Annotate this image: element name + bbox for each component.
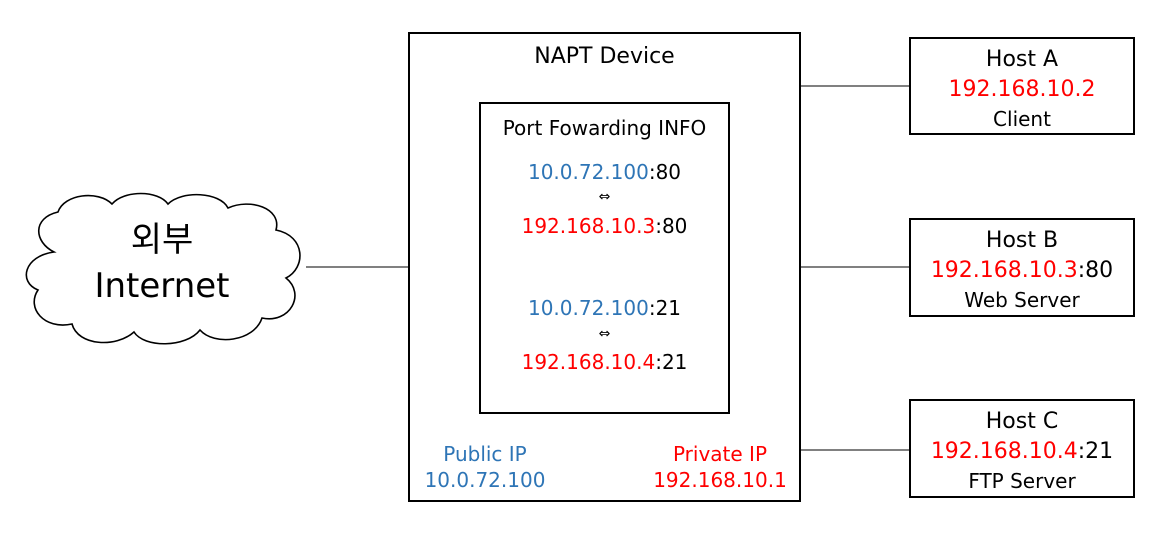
internet-label: Internet [94,266,230,306]
public-ip-value: 10.0.72.100 [424,468,546,492]
host-c-address: 192.168.10.4:21 [911,439,1133,464]
public-ip-label: Public IP [443,442,527,466]
rule-1-public-ip: 10.0.72.100 [527,160,649,184]
host-c-port: :21 [1077,439,1114,464]
rule-2-private: 192.168.10.4:21 [481,350,728,374]
rule-2-public-ip: 10.0.72.100 [527,296,649,320]
host-b-role: Web Server [964,288,1080,312]
internet-korean-label: 외부 [130,220,194,260]
rule-2-private-port: :21 [655,350,688,374]
private-ip-value: 192.168.10.1 [653,468,787,492]
host-c-role: FTP Server [968,469,1076,493]
rule-1-public: 10.0.72.100:80 [481,160,728,184]
internet-cloud: 외부 Internet [14,190,310,350]
host-c-name: Host C [985,409,1059,434]
host-c-box: Host C 192.168.10.4:21 FTP Server [909,399,1135,498]
host-a-name: Host A [985,47,1059,72]
host-a-role: Client [993,107,1051,131]
host-b-box: Host B 192.168.10.3:80 Web Server [909,218,1135,317]
rule-1-arrow-icon: ⇔ [598,189,611,205]
host-b-port: :80 [1077,258,1114,283]
port-forwarding-title: Port Fowarding INFO [502,116,707,140]
host-b-ip: 192.168.10.3 [930,258,1078,283]
host-a-box: Host A 192.168.10.2 Client [909,37,1135,135]
napt-device-box: NAPT Device Port Fowarding INFO 10.0.72.… [408,32,801,502]
rule-2-public: 10.0.72.100:21 [481,296,728,320]
rule-1-public-port: :80 [648,160,682,184]
rule-2-private-ip: 192.168.10.4 [521,350,656,374]
napt-device-title: NAPT Device [534,44,675,69]
host-a-ip: 192.168.10.2 [948,77,1096,102]
private-ip-label: Private IP [672,442,768,466]
cloud-icon [25,192,301,345]
rule-1-private-ip: 192.168.10.3 [521,214,656,238]
port-forwarding-box: Port Fowarding INFO 10.0.72.100:80 ⇔ 192… [479,102,730,414]
host-c-ip: 192.168.10.4 [930,439,1078,464]
rule-2-arrow-icon: ⇔ [598,326,611,342]
host-b-address: 192.168.10.3:80 [911,258,1133,283]
rule-1-private: 192.168.10.3:80 [481,214,728,238]
host-a-address: 192.168.10.2 [911,77,1133,102]
host-b-name: Host B [985,228,1059,253]
rule-2-public-port: :21 [648,296,682,320]
rule-1-private-port: :80 [655,214,688,238]
